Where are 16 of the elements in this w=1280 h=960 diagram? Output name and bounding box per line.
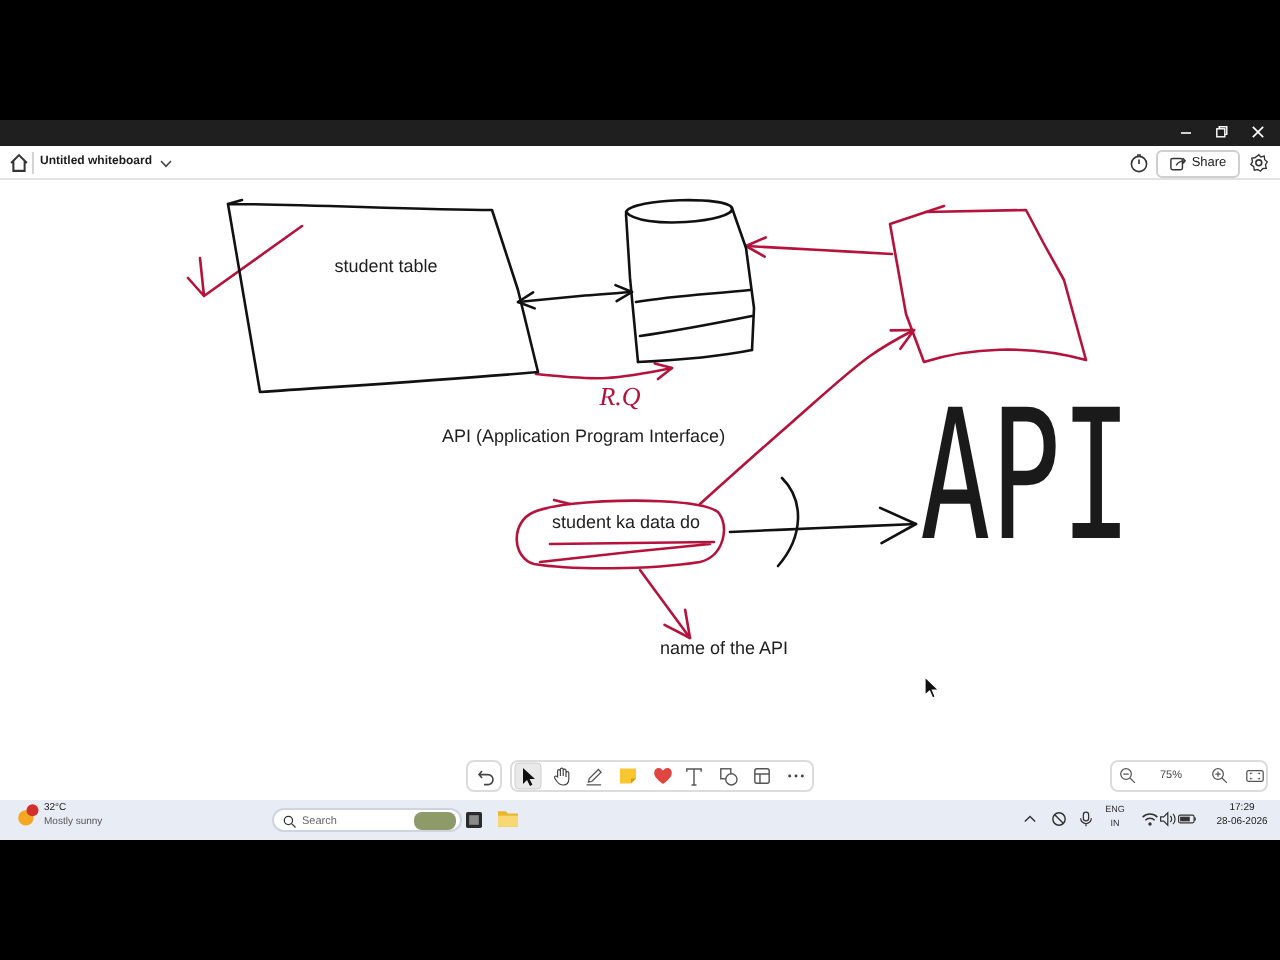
arrow <box>744 236 894 258</box>
arrow <box>698 328 916 506</box>
handwritten-text: API <box>920 388 1132 568</box>
box-label: student table <box>334 256 438 277</box>
arrow <box>534 362 674 381</box>
ellipse-outline <box>510 498 728 574</box>
annotation-text: API (Application Program Interface) <box>442 426 726 447</box>
database-cylinder <box>622 198 756 368</box>
phrase-text: student ka data do <box>551 512 701 533</box>
arrow <box>638 568 692 640</box>
note-text: name of the API <box>660 638 789 659</box>
edge-label: R.Q <box>597 383 643 409</box>
arrow <box>728 506 918 545</box>
double-arrow <box>516 283 634 310</box>
hand-drawn-box <box>888 204 1090 368</box>
hand-drawn-box <box>226 200 540 394</box>
